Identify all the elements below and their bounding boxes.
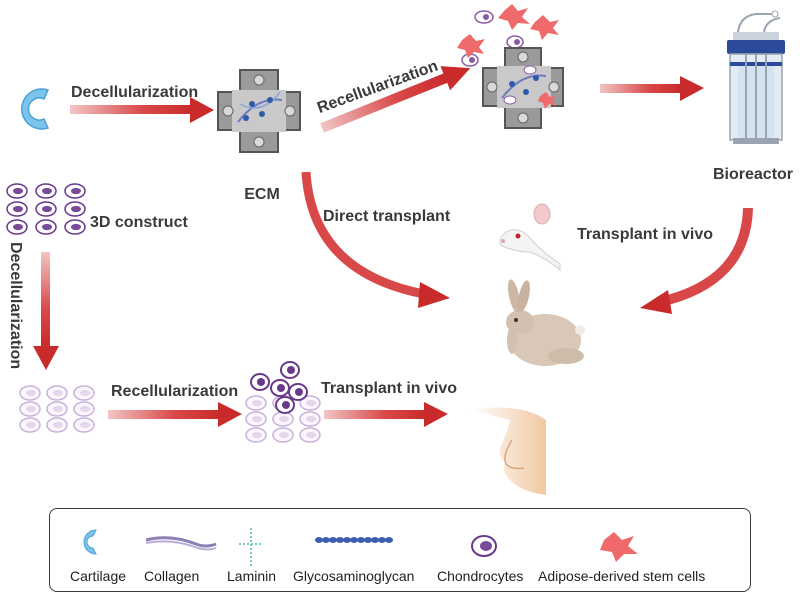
label-transplant-in-vivo-right: Transplant in vivo — [577, 226, 714, 243]
label-recellularization-bottom: Recellularization — [111, 383, 239, 400]
construct-cell-grid — [6, 183, 86, 235]
seeded-chondrocytes-icon — [250, 361, 308, 414]
legend-laminin-icon — [239, 528, 263, 566]
cell-icon — [6, 201, 28, 217]
cell-icon — [73, 417, 95, 433]
legend-label-adipose-derived-stem-cells: Adipose-derived stem cells — [538, 568, 706, 584]
cell-icon — [272, 427, 294, 443]
legend-label-glycosaminoglycan: Glycosaminoglycan — [293, 568, 415, 584]
ecm-scaffold-icon — [217, 69, 301, 153]
arrow-decellularization — [70, 97, 214, 123]
cell-icon — [19, 417, 41, 433]
recellularized-scaffold-icon — [482, 47, 564, 129]
cell-icon — [64, 201, 86, 217]
cell-icon — [46, 401, 68, 417]
legend-label-collagen: Collagen — [144, 568, 200, 584]
arrow-recellularization-top — [320, 66, 471, 133]
rat-icon — [499, 203, 561, 272]
cell-icon — [245, 427, 267, 443]
cell-icon — [6, 219, 28, 235]
cell-icon — [19, 401, 41, 417]
legend-chondrocyte-icon — [471, 535, 497, 557]
arrow-direct-transplant — [301, 171, 450, 308]
seeding-cells-icon — [457, 4, 559, 67]
cell-icon — [46, 417, 68, 433]
cell-icon — [64, 183, 86, 199]
decellularized-cell-grid — [19, 385, 95, 433]
cell-icon — [299, 395, 321, 411]
label-bioreactor: Bioreactor — [713, 166, 794, 183]
arrow-recellularization-bottom — [108, 402, 242, 427]
label-decellularization-top: Decellularization — [71, 84, 199, 101]
label-direct-transplant: Direct transplant — [323, 208, 451, 225]
cell-icon — [19, 385, 41, 401]
legend-label-chondrocytes: Chondrocytes — [437, 568, 524, 584]
legend-collagen-icon — [145, 536, 217, 551]
cell-icon — [272, 411, 294, 427]
cell-icon — [35, 219, 57, 235]
legend-stem-cell-icon — [600, 532, 638, 562]
legend-box — [49, 508, 751, 592]
cell-icon — [245, 411, 267, 427]
cell-icon — [35, 201, 57, 217]
arrow-decellularization-vertical — [33, 252, 59, 370]
cell-icon — [6, 183, 28, 199]
nose-icon — [470, 407, 546, 495]
legend-cartilage-icon — [83, 529, 97, 555]
label-decellularization-vertical: Decellularization — [7, 242, 24, 370]
label-transplant-in-vivo-bottom: Transplant in vivo — [321, 380, 458, 397]
cell-icon — [35, 183, 57, 199]
arrow-transplant-bottom — [324, 402, 448, 427]
legend-label-cartilage: Cartilage — [70, 568, 127, 584]
cartilage-icon — [21, 88, 50, 130]
arrow-to-bioreactor — [600, 76, 704, 101]
cell-icon — [73, 401, 95, 417]
cell-icon — [299, 427, 321, 443]
cell-icon — [64, 219, 86, 235]
legend-label-laminin: Laminin — [227, 568, 277, 584]
cell-icon — [73, 385, 95, 401]
label-3d-construct: 3D construct — [90, 214, 188, 231]
label-ecm: ECM — [244, 186, 280, 203]
cell-icon — [245, 395, 267, 411]
cell-icon — [46, 385, 68, 401]
rabbit-icon — [506, 279, 585, 366]
arrow-bioreactor-to-rabbit — [640, 207, 753, 314]
bioreactor-icon — [727, 10, 785, 144]
legend-glycosaminoglycan-icon — [315, 537, 393, 543]
cell-icon — [299, 411, 321, 427]
